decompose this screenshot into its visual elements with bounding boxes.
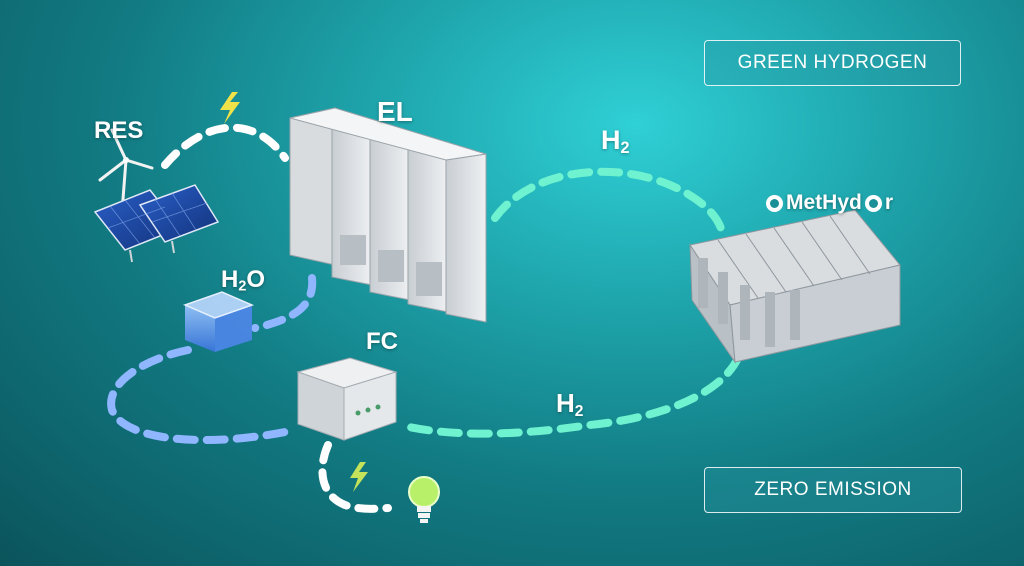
h2-lower-label: H2 bbox=[556, 388, 584, 420]
flow-line-res-to-el bbox=[161, 123, 289, 169]
h2o-label: H2O bbox=[221, 266, 266, 295]
brand-name: MetHyd bbox=[786, 191, 862, 214]
methydor-brand: MetHyd r bbox=[766, 191, 893, 215]
water-tank bbox=[182, 291, 255, 352]
flow-line-methydor-to-fc-h2 bbox=[396, 354, 742, 438]
res-label: RES bbox=[94, 117, 144, 144]
electrolyzer-cabinets bbox=[289, 107, 487, 323]
fuel-cell-unit bbox=[296, 357, 398, 441]
h2-upper-label: H2 bbox=[601, 125, 630, 158]
flow-line-el-to-water bbox=[251, 274, 317, 332]
methydor-logo-icon bbox=[766, 194, 783, 212]
methydor-storage-modules bbox=[689, 209, 901, 364]
methydor-o-logo-icon bbox=[864, 194, 882, 212]
solar-panels bbox=[93, 184, 220, 263]
green-hydrogen-badge: GREEN HYDROGEN bbox=[704, 40, 961, 86]
el-label: EL bbox=[377, 96, 413, 127]
brand-name-tail: r bbox=[884, 191, 894, 214]
upper-lightning-bolt-icon bbox=[220, 92, 240, 124]
zero-emission-badge: ZERO EMISSION bbox=[704, 467, 962, 513]
flow-line-water-to-fc bbox=[107, 346, 299, 444]
fc-label: FC bbox=[366, 328, 398, 355]
lower-lightning-bolt-icon bbox=[350, 462, 368, 492]
light-bulb-icon bbox=[408, 476, 440, 523]
flow-line-fc-to-bulb bbox=[318, 441, 392, 513]
flow-line-el-to-methydor-h2 bbox=[491, 167, 726, 236]
